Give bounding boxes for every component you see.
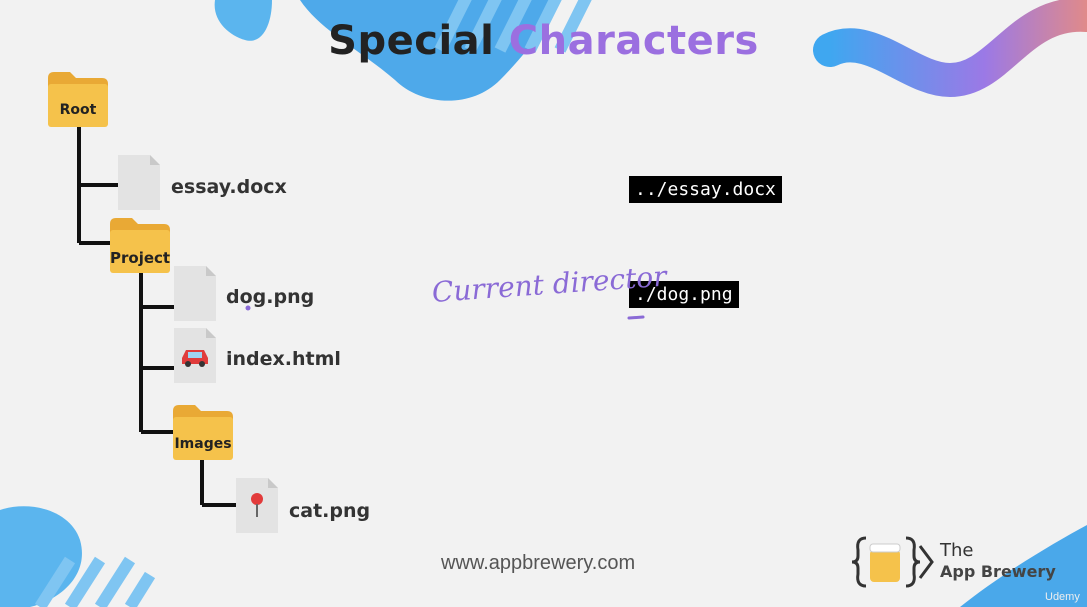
pin-icon	[251, 493, 263, 517]
blob-bottom-right	[960, 525, 1087, 607]
stripes-bottom	[34, 556, 156, 607]
essay-label: essay.docx	[171, 176, 287, 198]
title-part1: Special	[328, 18, 495, 64]
root-label: Root	[59, 102, 97, 118]
essay-file	[118, 155, 160, 210]
images-folder: Images	[173, 405, 233, 460]
footer-url: www.appbrewery.com	[441, 552, 636, 574]
project-label: Project	[110, 249, 171, 267]
udemy-watermark: Udemy	[1045, 591, 1080, 603]
cat-file	[236, 478, 278, 533]
title-part2: Characters	[508, 18, 759, 64]
stripes-top	[434, 0, 592, 53]
cat-label: cat.png	[289, 500, 371, 522]
index-file	[174, 328, 216, 383]
blob-top-left	[214, 0, 272, 41]
blob-bottom-left	[0, 506, 82, 607]
brand-logo: The App Brewery	[851, 534, 1067, 592]
brand-name: App Brewery	[940, 562, 1056, 581]
dog-file	[174, 266, 216, 321]
dog-path-code: ./dog.png	[629, 281, 739, 308]
folder-icon	[48, 72, 108, 127]
slide-title: Special Characters	[0, 18, 1087, 64]
dog-label: dog.png	[226, 286, 315, 308]
brand-the: The	[940, 540, 974, 561]
folder-icon	[110, 218, 170, 273]
brewery-logo-icon	[851, 536, 934, 588]
images-label: Images	[174, 436, 232, 452]
annotation-underline	[627, 315, 645, 320]
blob-top-center	[300, 0, 560, 101]
essay-path-code: ../essay.docx	[629, 176, 782, 203]
car-icon	[182, 350, 208, 367]
annotation-dot	[245, 305, 251, 311]
wave-top-right	[813, 0, 1087, 98]
project-folder: Project	[110, 218, 170, 273]
root-folder: Root	[48, 72, 108, 127]
file-icon	[118, 155, 160, 210]
tree-lines	[77, 127, 237, 507]
index-label: index.html	[226, 348, 341, 370]
file-icon	[174, 266, 216, 321]
folder-icon	[173, 405, 233, 460]
